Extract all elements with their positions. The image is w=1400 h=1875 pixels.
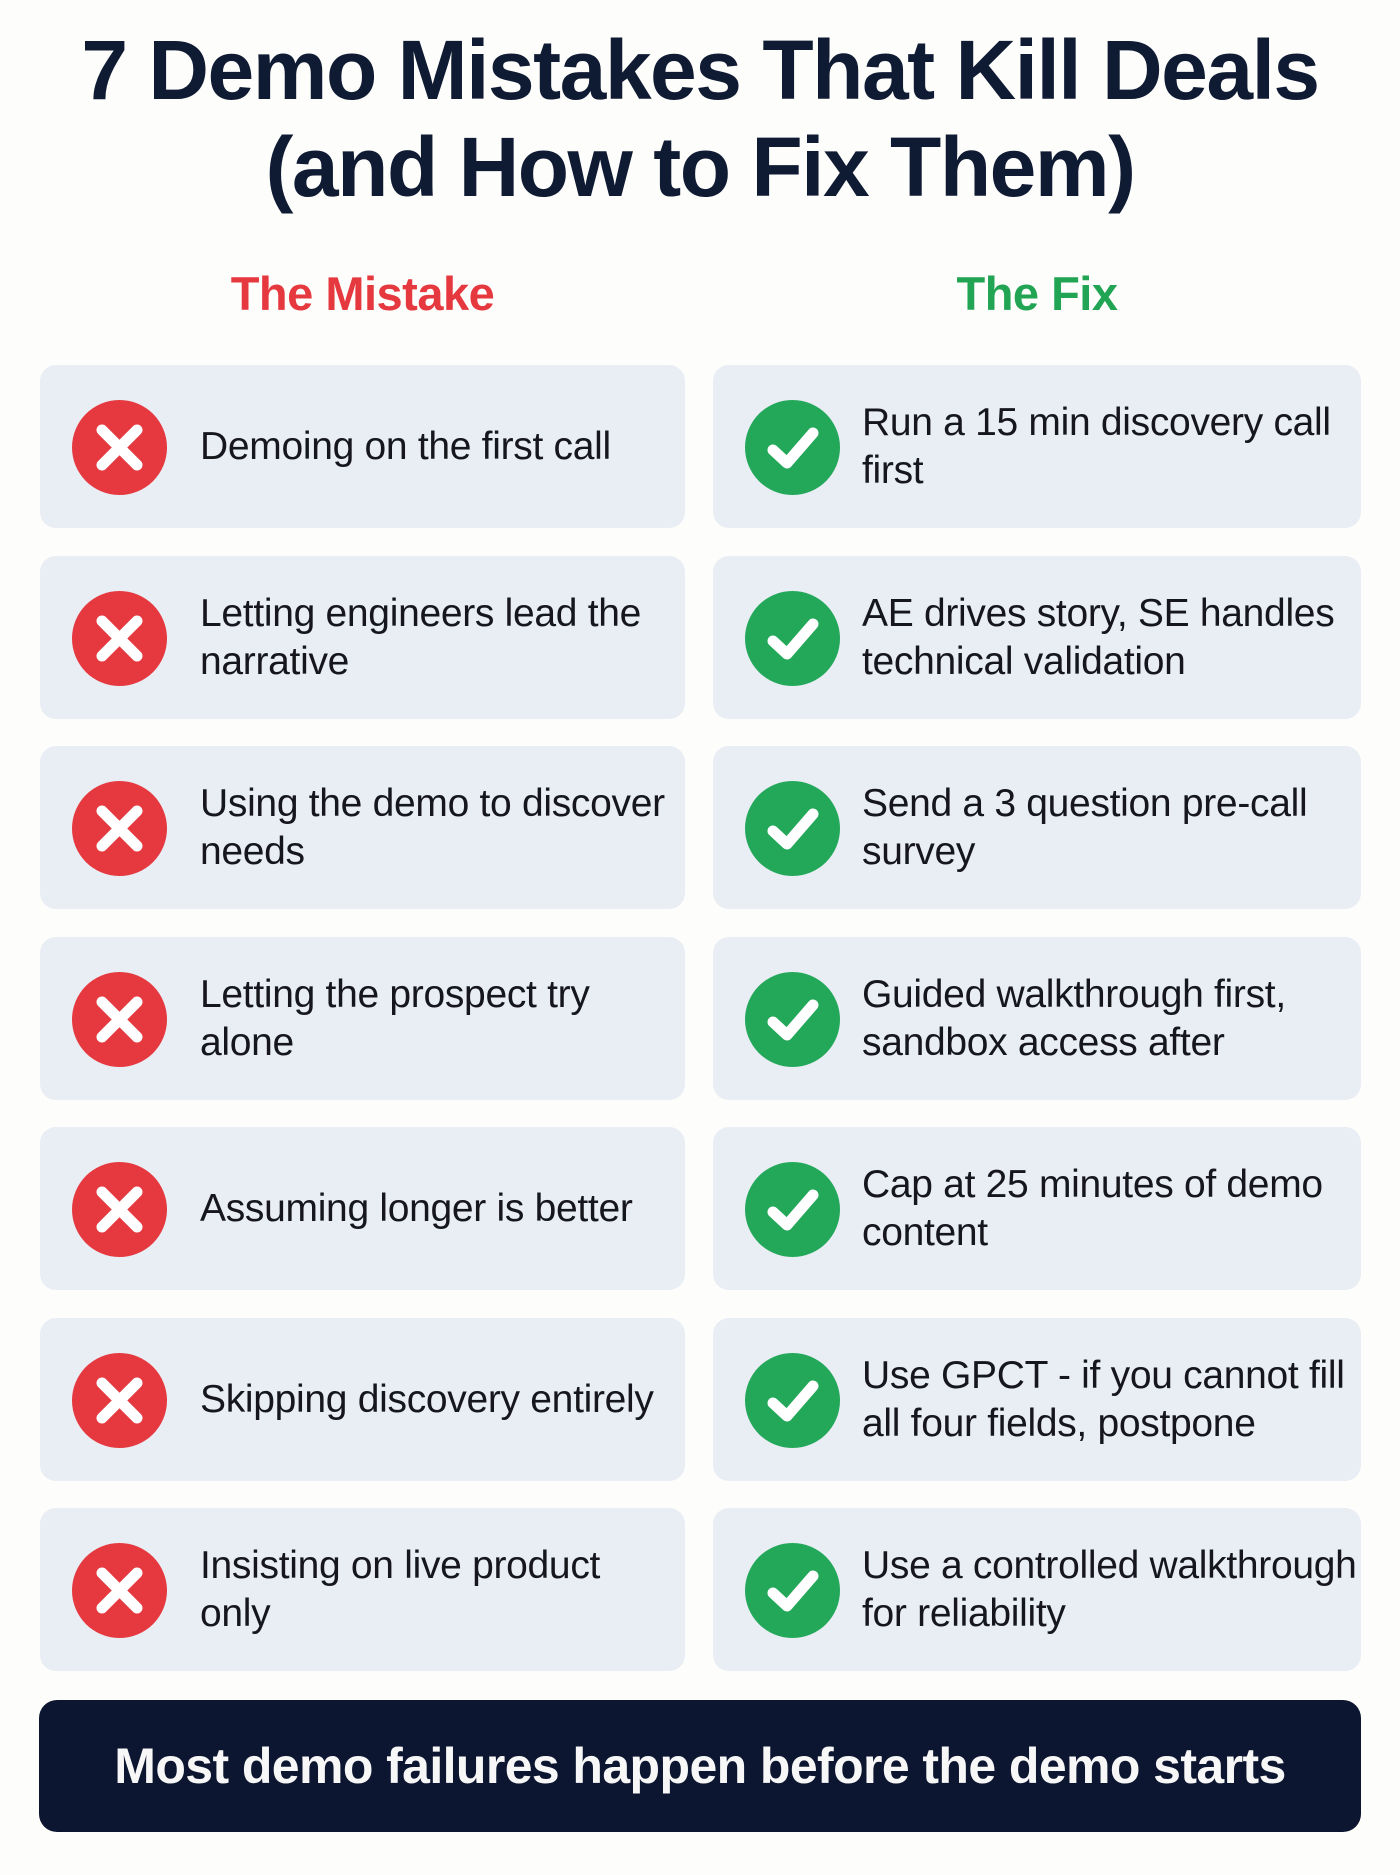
fix-card: Run a 15 min discovery call first xyxy=(713,365,1361,528)
check-circle-icon xyxy=(745,1161,840,1257)
fix-text: AE drives story, SE handles technical va… xyxy=(862,591,1335,683)
mistake-text: Skipping discovery entirely xyxy=(200,1377,654,1421)
mistake-card: Demoing on the first call xyxy=(40,365,685,528)
title-line-1: 7 Demo Mistakes That Kill Deals xyxy=(81,23,1320,117)
page-title: 7 Demo Mistakes That Kill Deals (and How… xyxy=(0,22,1400,216)
check-circle-icon xyxy=(745,590,840,686)
mistake-text: Assuming longer is better xyxy=(200,1186,633,1230)
fix-card: Guided walkthrough first, sandbox access… xyxy=(713,937,1361,1100)
mistake-card: Letting engineers lead the narrative xyxy=(40,556,685,719)
fix-text: Run a 15 min discovery call first xyxy=(862,400,1331,492)
fix-card: Cap at 25 minutes of demo content xyxy=(713,1127,1361,1290)
mistake-card: Using the demo to discover needs xyxy=(40,746,685,909)
mistake-card: Insisting on live product only xyxy=(40,1508,685,1671)
mistake-text: Using the demo to discover needs xyxy=(200,781,665,873)
banner-text: Most demo failures happen before the dem… xyxy=(114,1738,1286,1794)
check-circle-icon xyxy=(745,1352,840,1448)
mistake-text: Insisting on live product only xyxy=(200,1543,601,1635)
fix-card: AE drives story, SE handles technical va… xyxy=(713,556,1361,719)
title-line-2: (and How to Fix Them) xyxy=(265,120,1136,214)
check-circle-icon xyxy=(745,971,840,1067)
fix-card: Use GPCT - if you cannot fill all four f… xyxy=(713,1318,1361,1481)
mistake-column-header: The Mistake xyxy=(230,267,495,320)
mistake-card: Letting the prospect try alone xyxy=(40,937,685,1100)
mistake-text: Demoing on the first call xyxy=(200,424,611,468)
fix-card: Send a 3 question pre-call survey xyxy=(713,746,1361,909)
fix-text: Cap at 25 minutes of demo content xyxy=(862,1162,1323,1254)
x-circle-icon xyxy=(72,399,167,495)
x-circle-icon xyxy=(72,1161,167,1257)
check-circle-icon xyxy=(745,1542,840,1638)
fix-text: Send a 3 question pre-call survey xyxy=(862,781,1308,873)
check-circle-icon xyxy=(745,780,840,876)
mistake-text: Letting engineers lead the narrative xyxy=(200,591,642,683)
fix-column-header: The Fix xyxy=(956,267,1118,320)
fix-text: Use GPCT - if you cannot fill all four f… xyxy=(862,1353,1345,1445)
summary-banner: Most demo failures happen before the dem… xyxy=(39,1700,1361,1832)
x-circle-icon xyxy=(72,780,167,876)
x-circle-icon xyxy=(72,1542,167,1638)
x-circle-icon xyxy=(72,971,167,1067)
mistake-card: Assuming longer is better xyxy=(40,1127,685,1290)
check-circle-icon xyxy=(745,399,840,495)
x-circle-icon xyxy=(72,1352,167,1448)
x-circle-icon xyxy=(72,590,167,686)
fix-text: Guided walkthrough first, sandbox access… xyxy=(862,972,1286,1064)
fix-text: Use a controlled walkthrough for reliabi… xyxy=(862,1543,1357,1635)
fix-card: Use a controlled walkthrough for reliabi… xyxy=(713,1508,1361,1671)
mistake-card: Skipping discovery entirely xyxy=(40,1318,685,1481)
mistake-text: Letting the prospect try alone xyxy=(200,972,590,1064)
